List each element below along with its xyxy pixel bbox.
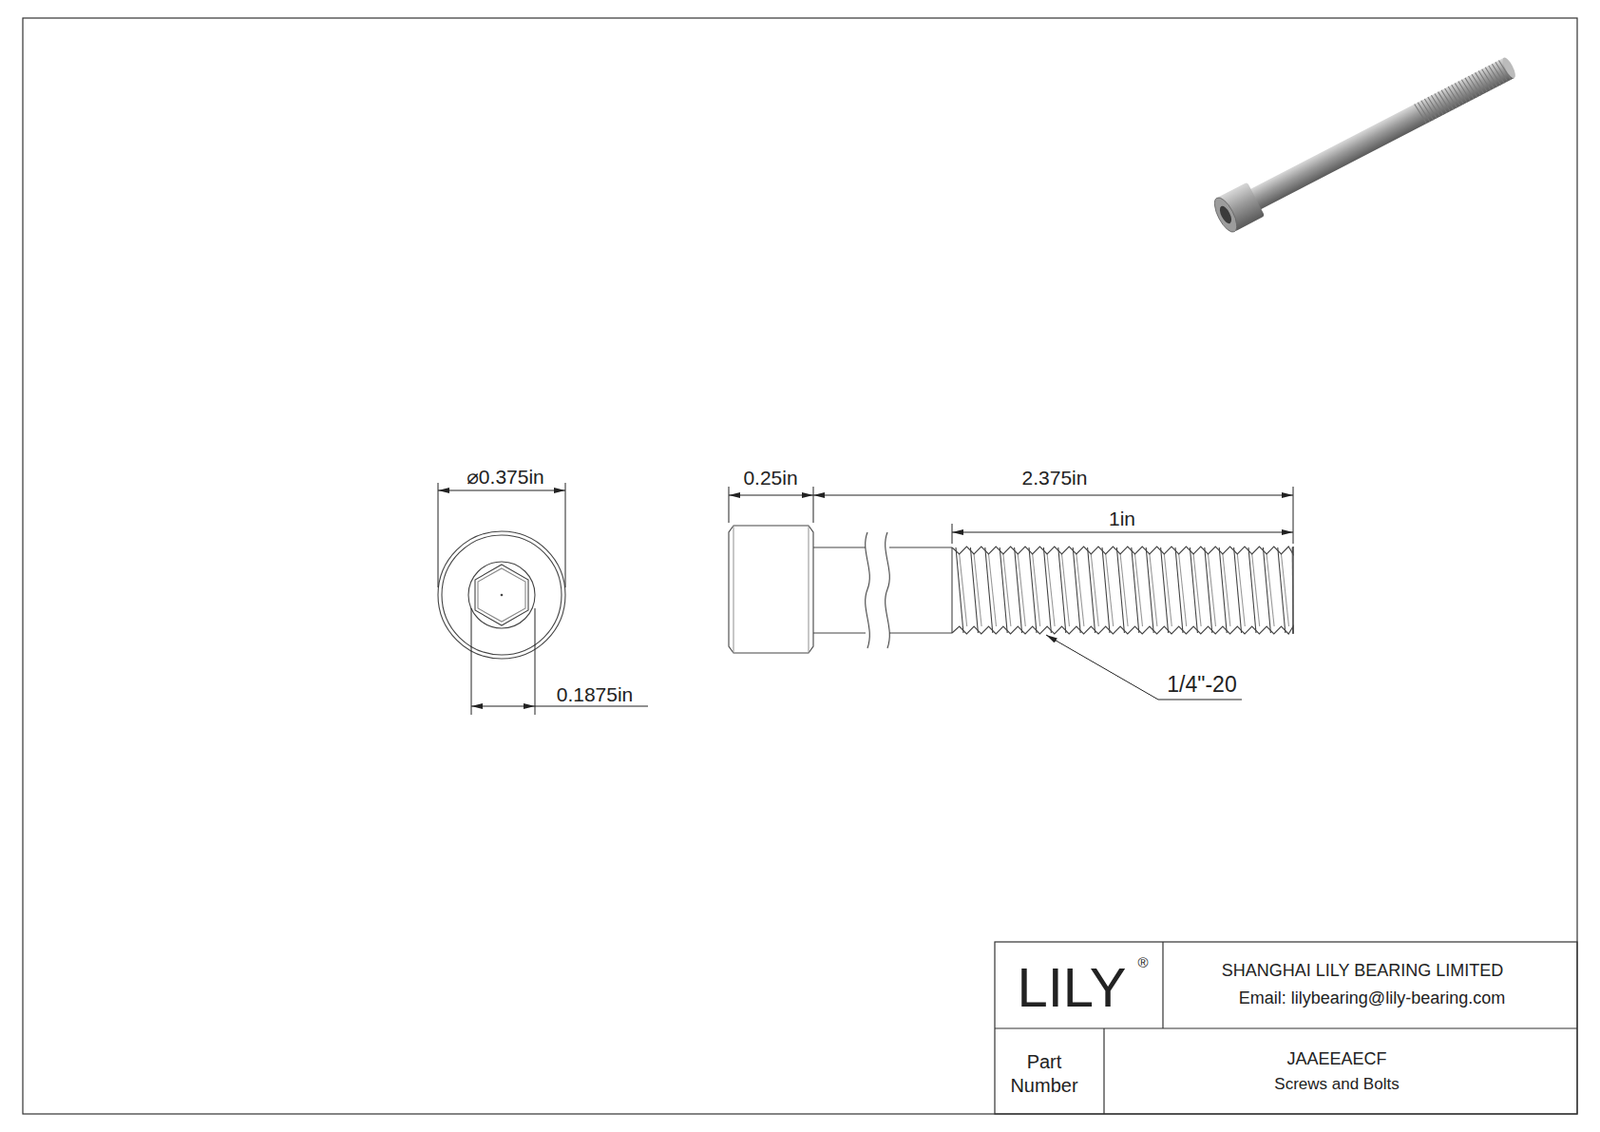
part-category: Screws and Bolts bbox=[1274, 1074, 1399, 1094]
screw-thread bbox=[952, 546, 1294, 634]
side-view bbox=[728, 525, 1294, 653]
field-name: Part Number bbox=[1001, 1049, 1087, 1098]
dimension-text: 0.1875in bbox=[556, 683, 634, 706]
company-email: Email: lilybearing@lily-bearing.com bbox=[1238, 988, 1505, 1009]
sheet-border bbox=[22, 18, 1578, 1114]
dimension-lines bbox=[438, 482, 1294, 715]
dimension-text: 2.375in bbox=[1022, 466, 1088, 490]
logo-text: LILY bbox=[1016, 955, 1126, 1020]
part-number: JAAEEAECF bbox=[1286, 1048, 1387, 1069]
dimension-text: 1in bbox=[1106, 507, 1138, 531]
dimension-text: 0.25in bbox=[742, 466, 798, 490]
company-name: SHANGHAI LILY BEARING LIMITED bbox=[1221, 960, 1504, 981]
thread-callout: 1/4"-20 bbox=[1166, 671, 1237, 697]
end-view bbox=[438, 531, 566, 659]
title-block bbox=[994, 941, 1578, 1114]
dimension-text: ⌀0.375in bbox=[466, 465, 545, 489]
screw-illustration bbox=[1210, 49, 1522, 236]
logo-mark: ® bbox=[1137, 953, 1148, 971]
